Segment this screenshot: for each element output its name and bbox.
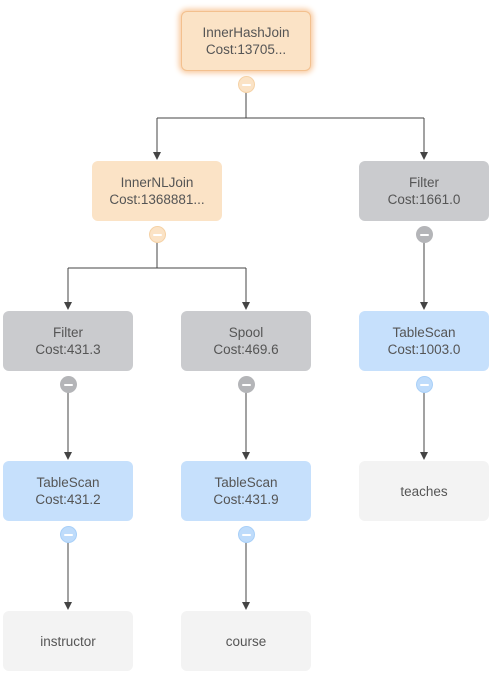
collapse-toggle-n8[interactable]: [237, 526, 255, 543]
node-cost-label: Cost:431.9: [213, 492, 279, 507]
node-cost-label: Cost:1661.0: [387, 192, 461, 207]
minus-icon: [241, 83, 251, 86]
minus-icon: [152, 233, 162, 236]
collapse-toggle-n2[interactable]: [148, 226, 166, 243]
node-operator-label: TableScan: [214, 475, 278, 490]
node-operator-label: course: [225, 633, 267, 649]
node-operator-label: InnerHashJoin: [202, 25, 290, 40]
collapse-toggle-n3[interactable]: [415, 226, 433, 243]
collapse-toggle-n7[interactable]: [59, 526, 77, 543]
minus-icon: [63, 533, 73, 536]
node-operator-label: Filter: [409, 175, 439, 190]
collapse-toggle-n1[interactable]: [237, 76, 255, 93]
node-cost-label: Cost:13705...: [205, 42, 287, 57]
minus-icon: [241, 533, 251, 536]
node-cost-label: Cost:431.2: [35, 492, 101, 507]
plan-node-course-n11[interactable]: course: [181, 611, 311, 671]
minus-icon: [241, 383, 251, 386]
plan-node-teaches-n9[interactable]: teaches: [359, 461, 489, 521]
minus-icon: [63, 383, 73, 386]
minus-icon: [419, 383, 429, 386]
node-operator-label: Spool: [228, 325, 264, 340]
node-cost-label: Cost:431.3: [35, 342, 101, 357]
node-operator-label: InnerNLJoin: [120, 175, 194, 190]
node-operator-label: teaches: [400, 483, 448, 499]
collapse-toggle-n6[interactable]: [415, 376, 433, 393]
node-cost-label: Cost:469.6: [213, 342, 279, 357]
minus-icon: [419, 233, 429, 236]
node-operator-label: TableScan: [36, 475, 100, 490]
node-cost-label: Cost:1003.0: [387, 342, 461, 357]
node-operator-label: Filter: [53, 325, 83, 340]
plan-node-instructor-n10[interactable]: instructor: [3, 611, 133, 671]
node-cost-label: Cost:1368881...: [109, 192, 205, 207]
node-operator-label: TableScan: [392, 325, 456, 340]
collapse-toggle-n4[interactable]: [59, 376, 77, 393]
node-operator-label: instructor: [40, 633, 96, 649]
collapse-toggle-n5[interactable]: [237, 376, 255, 393]
